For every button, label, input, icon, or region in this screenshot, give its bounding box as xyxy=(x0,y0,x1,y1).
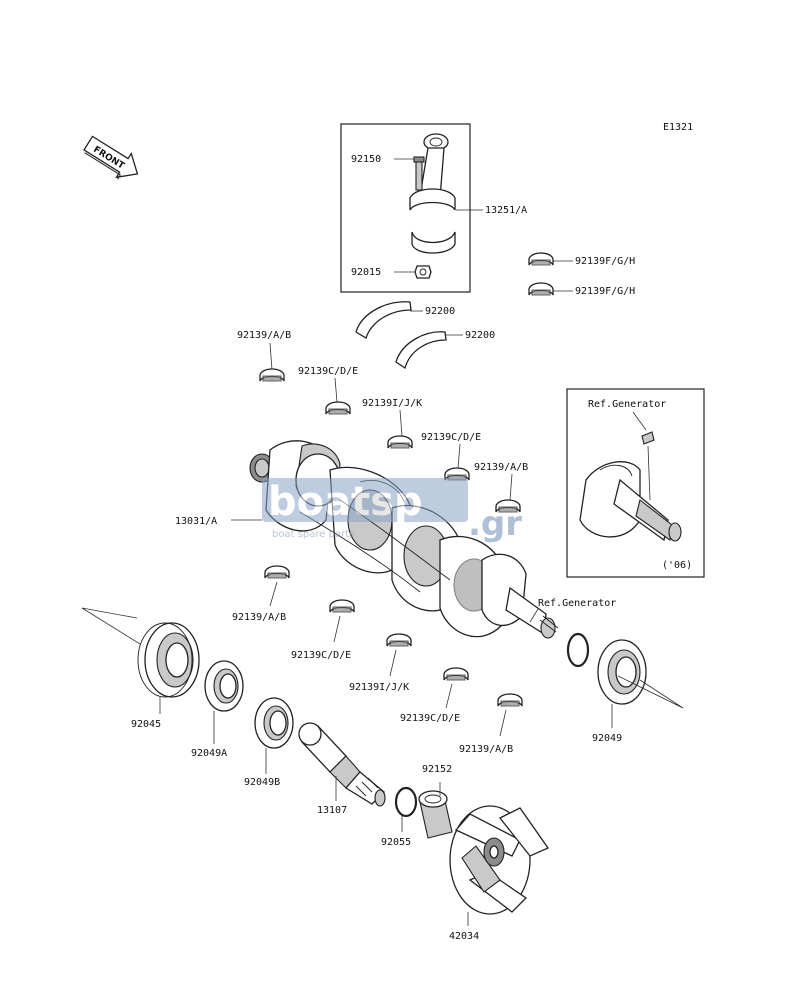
watermark-logo: boatsp .gr boat spare parts xyxy=(262,478,522,544)
watermark-text: boatsp xyxy=(268,479,423,525)
label-92049: 92049 xyxy=(592,733,622,744)
year-note: ('06) xyxy=(662,560,692,571)
connecting-rod-box xyxy=(340,123,471,293)
bearing-shell-icon xyxy=(259,368,285,382)
bearing-shell-icon xyxy=(329,599,355,613)
woodruff-key-icon xyxy=(641,431,655,445)
bearing-shell-icon xyxy=(386,633,412,647)
front-arrow-icon: FRONT xyxy=(83,135,139,180)
label-92139cde-1: 92139C/D/E xyxy=(298,366,358,377)
o-ring-icon xyxy=(394,786,418,818)
label-92045: 92045 xyxy=(131,719,161,730)
ref-generator-main-label: Ref.Generator xyxy=(538,598,616,609)
oil-seal-icon xyxy=(254,697,294,749)
coupling-icon xyxy=(449,805,549,915)
ref-generator-box-label: Ref.Generator xyxy=(588,399,666,410)
label-92139ab-2: 92139/A/B xyxy=(474,462,528,473)
bearing-shell-icon xyxy=(264,565,290,579)
label-92139cde-3: 92139C/D/E xyxy=(291,650,351,661)
label-92139fgh-2: 92139F/G/H xyxy=(575,286,635,297)
bearing-shell-icon xyxy=(497,693,523,707)
label-92139cde-4: 92139C/D/E xyxy=(400,713,460,724)
label-92200-1: 92200 xyxy=(425,306,455,317)
bearing-shell-icon xyxy=(528,282,554,296)
label-42034: 42034 xyxy=(449,931,479,942)
label-92139ab-3: 92139/A/B xyxy=(232,612,286,623)
label-92200-2: 92200 xyxy=(465,330,495,341)
bearing-shell-icon xyxy=(528,252,554,266)
label-13107: 13107 xyxy=(317,805,347,816)
label-92150: 92150 xyxy=(351,154,381,165)
label-92152: 92152 xyxy=(422,764,452,775)
oil-seal-icon xyxy=(204,660,244,712)
bearing-shell-icon xyxy=(443,667,469,681)
bearing-shell-icon xyxy=(387,435,413,449)
label-13251: 13251/A xyxy=(485,205,527,216)
label-92139fgh-1: 92139F/G/H xyxy=(575,256,635,267)
thrust-washer-icon xyxy=(355,301,412,339)
thrust-washer-icon xyxy=(395,331,447,370)
label-92055: 92055 xyxy=(381,837,411,848)
label-92049a: 92049A xyxy=(191,748,227,759)
watermark-suffix: .gr xyxy=(468,504,522,544)
seal-ring-icon xyxy=(566,632,590,668)
connecting-rod-icon xyxy=(409,133,456,279)
label-92139ijk-2: 92139I/J/K xyxy=(349,682,409,693)
drive-shaft-icon xyxy=(298,722,386,807)
label-92139ab-4: 92139/A/B xyxy=(459,744,513,755)
ref-generator-box xyxy=(566,388,705,578)
label-92139ijk-1: 92139I/J/K xyxy=(362,398,422,409)
bushing-icon xyxy=(418,790,453,839)
oil-seal-icon xyxy=(597,639,647,705)
watermark-tagline: boat spare parts xyxy=(272,529,354,540)
ball-bearing-icon xyxy=(137,622,200,698)
label-92139ab-1: 92139/A/B xyxy=(237,330,291,341)
diagram-code: E1321 xyxy=(663,122,693,133)
label-92139cde-2: 92139C/D/E xyxy=(421,432,481,443)
label-13031: 13031/A xyxy=(175,516,217,527)
label-92049b: 92049B xyxy=(244,777,280,788)
crankshaft-end-icon xyxy=(579,461,682,542)
bearing-shell-icon xyxy=(325,401,351,415)
label-92015: 92015 xyxy=(351,267,381,278)
